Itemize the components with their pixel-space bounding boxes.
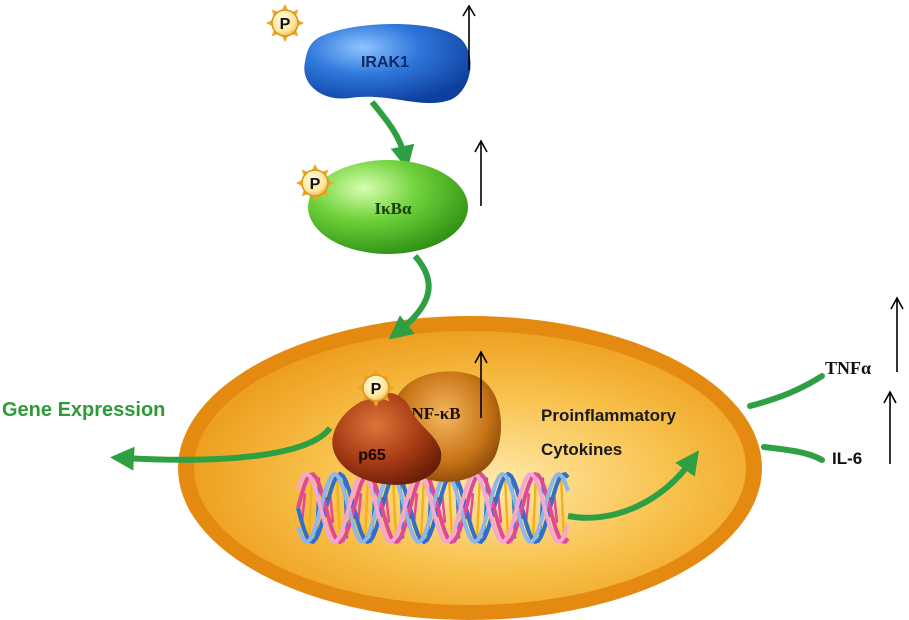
arrow-to-gene-expression: [110, 426, 333, 471]
p65-label: p65: [358, 447, 386, 464]
p65-subunit: p65: [332, 392, 442, 485]
dna-base-pair: [503, 475, 510, 541]
nfkb-label: NF-κB: [411, 404, 460, 423]
ikba-label: IκBα: [375, 199, 412, 218]
irak1-label: IRAK1: [361, 54, 409, 71]
dna-strand: [296, 471, 570, 545]
ikba-phospho-badge: P: [295, 163, 335, 203]
gene-expression-label: Gene Expression: [2, 399, 165, 421]
dna-helix: [296, 471, 570, 545]
dna-base-pair: [307, 475, 314, 541]
tnfa-up-arrow-icon: [890, 296, 904, 372]
dna-base-pair: [391, 475, 398, 541]
phospho-label: P: [310, 176, 321, 193]
line-to-il6: [761, 444, 825, 463]
arrow-irak1-to-ikba: [369, 100, 415, 170]
arrow-ikba-to-nucleus: [388, 254, 432, 340]
ikba-protein: IκBα: [308, 160, 468, 254]
dna-base-pair: [475, 475, 482, 541]
line-to-tnfa: [747, 373, 825, 409]
phospho-label: P: [371, 381, 382, 398]
il6-label: IL-6: [832, 449, 862, 468]
irak1-phospho-badge: P: [265, 3, 305, 43]
p65-phospho-badge: P: [356, 368, 396, 408]
phospho-label: P: [280, 16, 291, 33]
dna-base-pair: [447, 475, 454, 541]
dna-base-pair: [531, 475, 538, 541]
arrow-dna-to-cytokines: [567, 450, 699, 521]
nfkb-nfkb-subunit: NF-κB: [398, 371, 502, 482]
irak1-up-arrow-icon: [462, 4, 476, 70]
dna-base-pair: [559, 475, 566, 541]
ikba-up-arrow-icon: [474, 139, 488, 206]
proinflammatory-label-line1: Proinflammatory: [541, 406, 677, 425]
dna-strand: [296, 471, 570, 545]
irak1-protein: IRAK1: [304, 24, 471, 104]
nfkb-up-arrow-icon: [474, 350, 488, 418]
dna-base-pair: [335, 475, 342, 541]
il6-up-arrow-icon: [883, 390, 897, 464]
tnfa-label: TNFα: [825, 358, 871, 378]
proinflammatory-label-line2: Cytokines: [541, 440, 622, 459]
dna-base-pair: [419, 475, 426, 541]
dna-base-pair: [363, 475, 370, 541]
